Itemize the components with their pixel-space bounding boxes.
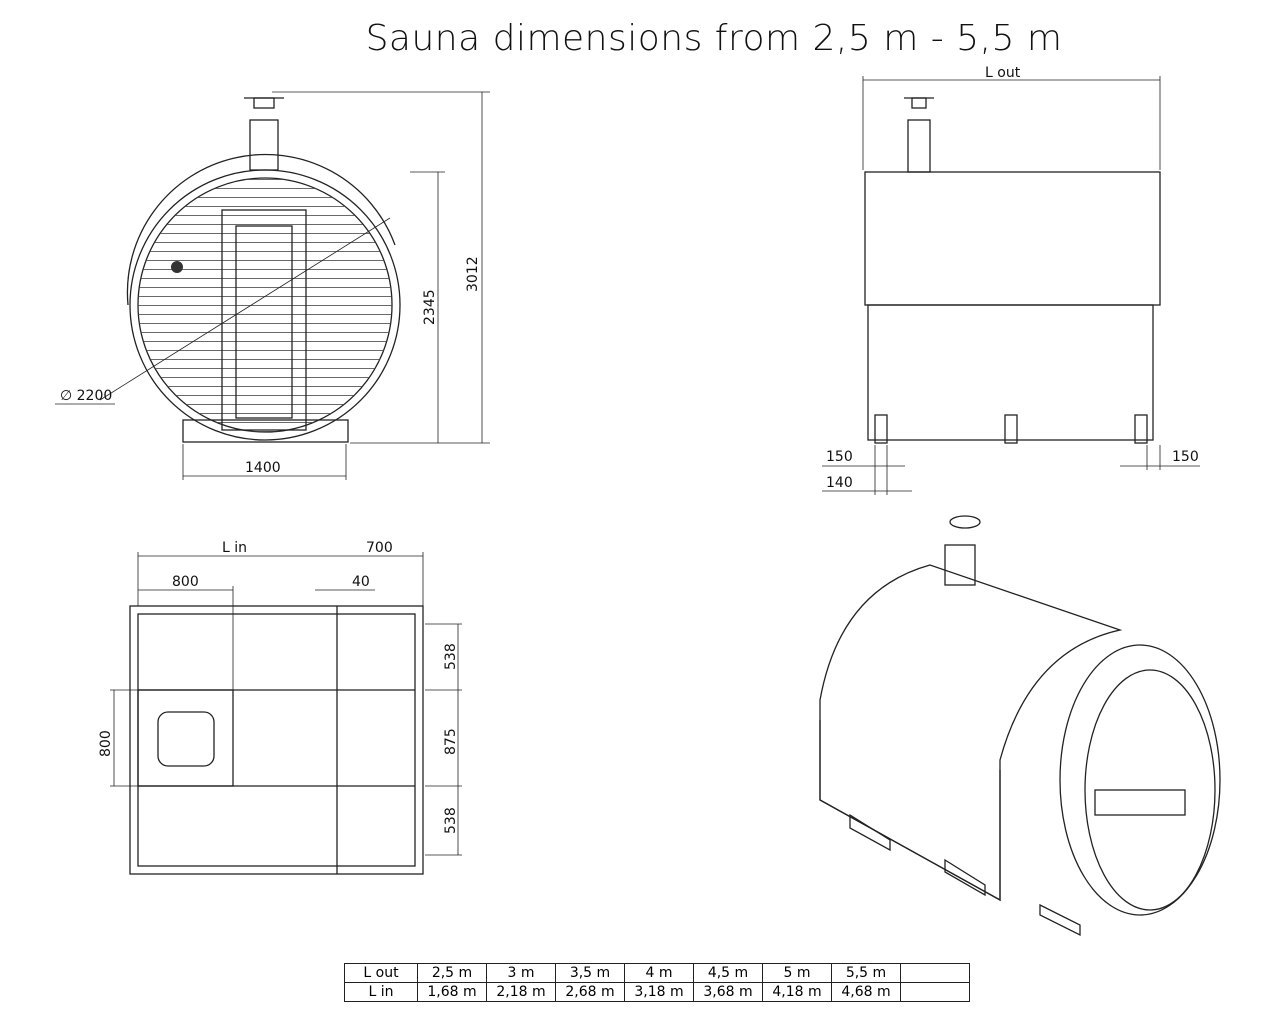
table-cell: 4,68 m — [831, 982, 901, 1002]
table-cell: 3,68 m — [693, 982, 763, 1002]
bench-bottom-label: 538 — [443, 807, 459, 834]
front-view: ∅ 2200 2345 3012 1400 — [55, 91, 490, 480]
side-view: L out 150 140 150 — [822, 65, 1200, 495]
bench-top-label: 538 — [443, 643, 459, 670]
plan-view: L in 700 800 40 538 875 538 800 — [98, 540, 462, 875]
size-table: L out 2,5 m 3 m 3,5 m 4 m 4,5 m 5 m 5,5 … — [344, 963, 970, 1002]
table-cell: 2,5 m — [417, 963, 487, 983]
isometric-view — [819, 515, 1221, 937]
porch-length-label: 700 — [366, 540, 393, 556]
body-height-label: 2345 — [422, 289, 438, 325]
row-header: L out — [344, 963, 418, 983]
heater-zone-label: 800 — [172, 574, 199, 590]
table-cell: 4,5 m — [693, 963, 763, 983]
length-out-label: L out — [985, 65, 1021, 81]
drawing-title: Sauna dimensions from 2,5 m - 5,5 m — [365, 18, 1063, 59]
table-cell: 3,18 m — [624, 982, 694, 1002]
table-cell: 3 m — [486, 963, 556, 983]
middle-width-label: 875 — [443, 728, 459, 755]
base-width-label: 1400 — [245, 460, 281, 476]
table-cell: 4,18 m — [762, 982, 832, 1002]
right-offset-label: 150 — [1172, 449, 1199, 465]
heater-depth-label: 800 — [98, 730, 114, 757]
diameter-leader-line — [99, 217, 391, 401]
table-cell — [900, 982, 970, 1002]
table-cell: 5 m — [762, 963, 832, 983]
table-cell: 3,5 m — [555, 963, 625, 983]
left-offset-label: 150 — [826, 449, 853, 465]
diameter-label: ∅ 2200 — [60, 388, 112, 404]
length-in-label: L in — [222, 540, 247, 556]
table-row-length-out: L out 2,5 m 3 m 3,5 m 4 m 4,5 m 5 m 5,5 … — [344, 963, 970, 983]
table-cell: 1,68 m — [417, 982, 487, 1002]
row-header: L in — [344, 982, 418, 1002]
total-height-label: 3012 — [465, 256, 481, 292]
table-cell: 2,18 m — [486, 982, 556, 1002]
table-row-length-in: L in 1,68 m 2,18 m 2,68 m 3,18 m 3,68 m … — [344, 982, 970, 1002]
table-cell: 2,68 m — [555, 982, 625, 1002]
wall-thickness-label: 40 — [352, 574, 370, 590]
table-cell: 4 m — [624, 963, 694, 983]
table-cell — [900, 963, 970, 983]
table-cell: 5,5 m — [831, 963, 901, 983]
left-foot-label: 140 — [826, 475, 853, 491]
